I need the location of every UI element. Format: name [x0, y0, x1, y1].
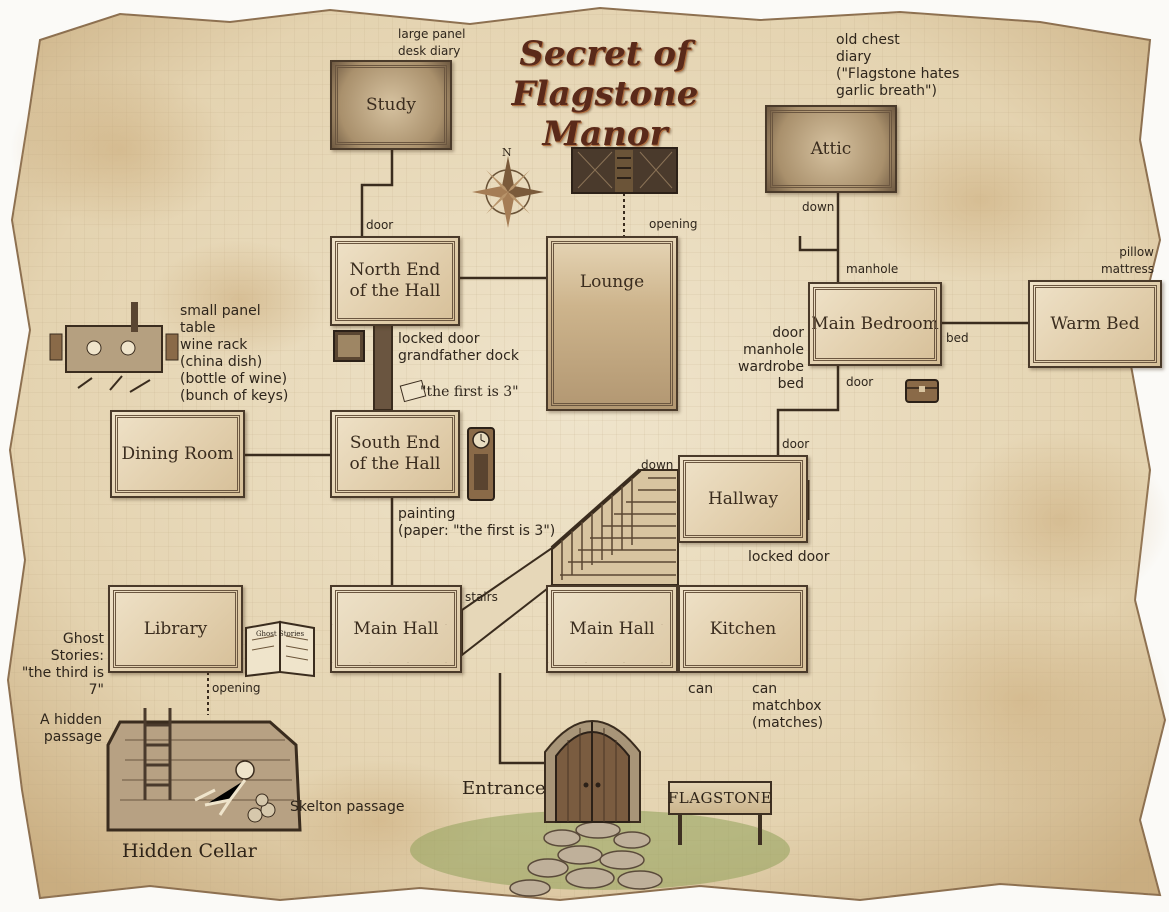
- room-north-end-hall-label: North End of the Hall: [349, 260, 441, 301]
- room-hidden-cellar[interactable]: Hidden Cellar: [122, 840, 257, 862]
- note-kitchen-can: can: [688, 681, 714, 697]
- painting-icon: [333, 330, 365, 362]
- room-kitchen-label: Kitchen: [709, 618, 777, 639]
- label-hallway-door: door: [782, 437, 810, 451]
- note-skeleton: Skelton passage: [290, 799, 405, 815]
- staircase: [461, 468, 679, 658]
- room-entrance[interactable]: Entrance: [462, 778, 546, 799]
- label-stairs: stairs: [465, 590, 498, 604]
- cellar-illustration: [106, 708, 302, 832]
- room-study[interactable]: Study: [330, 60, 452, 150]
- room-lounge[interactable]: Lounge: [546, 236, 678, 411]
- open-book-icon: [245, 620, 315, 678]
- note-attic: old chest diary ("Flagstone hates garlic…: [836, 32, 960, 99]
- sign-posts: [678, 815, 762, 845]
- note-dining: small panel table wine rack (china dish)…: [180, 303, 289, 404]
- title-line-1: Secret of: [519, 34, 691, 74]
- note-bedroom-items: door manhole wardrobe bed: [738, 325, 804, 392]
- ladder-hatch: [571, 147, 678, 194]
- entrance-door-icon: [544, 720, 641, 823]
- room-library-label: Library: [143, 618, 208, 639]
- room-library[interactable]: Library: [108, 585, 243, 673]
- room-hallway[interactable]: Hallway: [678, 455, 808, 543]
- grass-patch: [410, 810, 790, 890]
- room-warm-bed-label: Warm Bed: [1050, 313, 1140, 334]
- cobblestone-path: [509, 821, 663, 897]
- label-bedroom-manhole: manhole: [846, 262, 899, 276]
- title-line-2: Flagstone Manor: [511, 74, 699, 154]
- label-library-opening: opening: [212, 681, 261, 695]
- compass-north-label: N: [502, 146, 512, 159]
- dining-table-icon: [49, 302, 179, 393]
- note-study: large panel desk diary: [398, 27, 466, 58]
- room-attic[interactable]: Attic: [765, 105, 897, 193]
- hall-corridor: [373, 324, 393, 411]
- map-title: Secret of Flagstone Manor: [470, 34, 740, 154]
- note-painting: painting (paper: "the first is 3"): [398, 506, 556, 539]
- room-dining-room-label: Dining Room: [121, 443, 234, 464]
- clue-card: [399, 379, 427, 403]
- note-hall-lock: locked door grandfather dock: [398, 331, 519, 364]
- room-main-hall-east-label: Main Hall: [569, 618, 655, 639]
- flagstone-sign: FLAGSTONE: [668, 781, 772, 815]
- room-study-label: Study: [366, 94, 416, 115]
- room-main-bedroom-label: Main Bedroom: [811, 313, 939, 334]
- label-stairs-down: down: [641, 458, 674, 472]
- room-main-bedroom[interactable]: Main Bedroom: [808, 282, 942, 366]
- label-study-door: door: [366, 218, 394, 232]
- room-south-end-hall-label: South End of the Hall: [349, 433, 441, 474]
- label-bedroom-door: door: [846, 375, 874, 389]
- connection-lines: [245, 150, 1028, 765]
- note-clue-card: "the first is 3": [420, 384, 519, 400]
- note-ghost-stories: Ghost Stories: "the third is 7": [21, 631, 104, 698]
- room-main-hall-west[interactable]: Main Hall: [330, 585, 462, 673]
- book-text: Ghost Stories: [255, 630, 305, 638]
- note-kitchen-items: can matchbox (matches): [752, 681, 824, 731]
- label-lounge-opening: opening: [649, 217, 698, 231]
- room-lounge-label: Lounge: [579, 272, 645, 292]
- grandfather-clock-icon: [467, 427, 495, 501]
- note-hidden-passage: A hidden passage: [39, 712, 102, 745]
- room-kitchen[interactable]: Kitchen: [678, 585, 808, 673]
- note-warm-bed: pillow mattress: [1100, 245, 1154, 276]
- room-attic-label: Attic: [810, 138, 852, 159]
- room-main-hall-east[interactable]: Main Hall: [546, 585, 678, 673]
- room-north-end-hall[interactable]: North End of the Hall: [330, 236, 460, 326]
- label-hallway-locked-door: locked door: [748, 549, 830, 565]
- room-main-hall-west-label: Main Hall: [353, 618, 439, 639]
- label-attic-down: down: [802, 200, 835, 214]
- room-dining-room[interactable]: Dining Room: [110, 410, 245, 498]
- compass-rose-icon: [472, 156, 544, 228]
- room-warm-bed[interactable]: Warm Bed: [1028, 280, 1162, 368]
- room-hallway-label: Hallway: [707, 488, 779, 509]
- room-south-end-hall[interactable]: South End of the Hall: [330, 410, 460, 498]
- label-bedroom-bed: bed: [946, 331, 969, 345]
- chest-icon: [905, 379, 939, 403]
